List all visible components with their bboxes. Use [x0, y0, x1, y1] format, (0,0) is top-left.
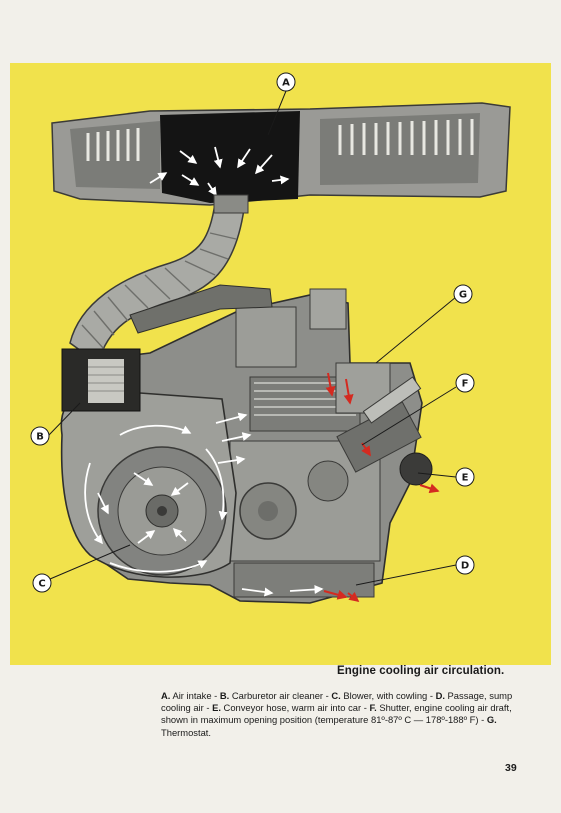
callout-d: D	[355, 555, 475, 586]
caption-text-g: Thermostat.	[161, 726, 212, 738]
callout-b: B	[30, 402, 81, 446]
caption-text-c: Blower, with cowling -	[340, 690, 436, 701]
caption-key-f: F.	[369, 702, 377, 714]
callout-e-label: E	[462, 473, 469, 484]
callout-e: E	[417, 467, 475, 487]
caption-text-d: Passage, sump cooling air -	[161, 690, 513, 714]
airflow-arrows	[84, 412, 324, 597]
caption-key-g: G.	[486, 714, 497, 726]
callout-g: G	[375, 284, 473, 364]
caption-text-a: Air intake -	[170, 690, 220, 701]
callout-c: C	[32, 544, 131, 593]
illustration-plate: A B C D E F G	[10, 63, 551, 665]
caption-key-d: D.	[435, 690, 445, 701]
callout-g-label: G	[459, 290, 467, 301]
caption-text-b: Carburetor air cleaner -	[229, 690, 332, 701]
caption-key-e: E.	[212, 702, 221, 714]
callout-a-label: A	[282, 78, 290, 89]
callout-f: F	[361, 373, 475, 446]
caption-title: Engine cooling air circulation.	[337, 665, 505, 677]
callout-a: A	[267, 72, 296, 136]
air-cleaner	[61, 284, 273, 412]
callout-f-label: F	[462, 379, 469, 390]
air-intake-grille	[51, 102, 511, 206]
engine-cooling-diagram: A B C D E F G	[30, 72, 511, 604]
caption-key-b: B.	[219, 690, 230, 701]
intake-hose	[69, 194, 249, 365]
page-number: 39	[505, 762, 517, 774]
caption-text-f: Shutter, engine cooling air draft, shown…	[161, 702, 512, 726]
callout-c-label: C	[38, 579, 45, 590]
warm-air-arrows	[323, 372, 440, 603]
caption-text-e: Conveyor hose, warm air into car -	[220, 702, 370, 714]
callout-b-label: B	[36, 432, 44, 443]
caption-key-c: C.	[331, 690, 341, 701]
callout-d-label: D	[461, 561, 469, 572]
caption-body: A. Air intake - B. Carburetor air cleane…	[161, 690, 521, 739]
caption-key-a: A.	[161, 690, 171, 701]
